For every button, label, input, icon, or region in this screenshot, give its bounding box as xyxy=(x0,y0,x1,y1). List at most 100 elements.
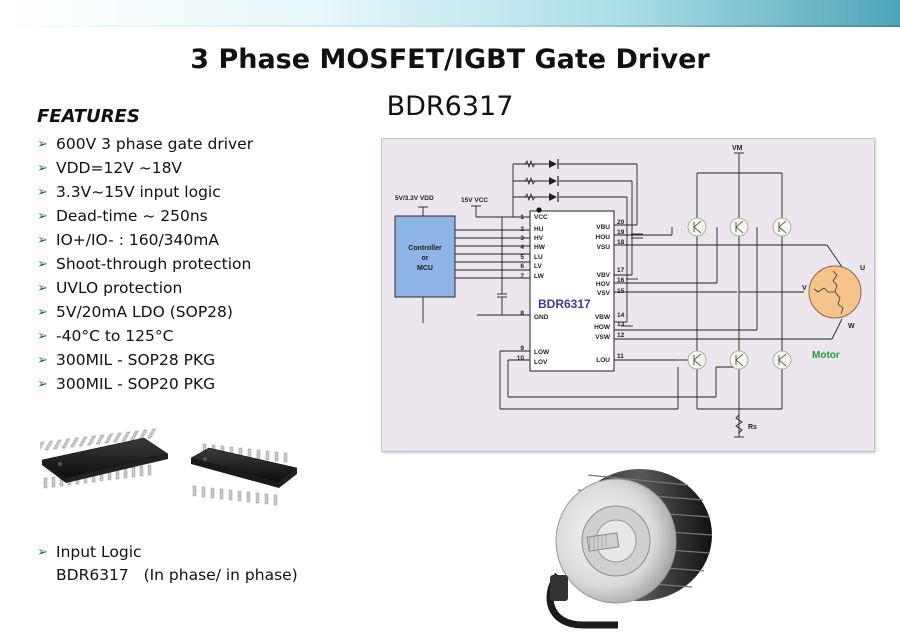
pin-number: 11 xyxy=(617,353,624,360)
pin-name: LV xyxy=(534,263,542,270)
feature-item: ➢ Dead-time ~ 250ns xyxy=(37,205,253,229)
vcc-label: 15V VCC xyxy=(461,197,488,204)
rs-label: Rs xyxy=(748,424,757,431)
feature-item: ➢ IO+/IO- : 160/340mA xyxy=(37,229,253,253)
pin-name: HW xyxy=(534,244,546,251)
pin-number: 9 xyxy=(520,345,524,352)
feature-text: 600V 3 phase gate driver xyxy=(56,135,254,153)
bldc-motor-image xyxy=(546,469,713,629)
controller-label-line1: Controller xyxy=(408,245,442,252)
pin-number: 2 xyxy=(520,226,524,233)
input-logic-block: ➢ Input Logic BDR6317 (In phase/ in phase… xyxy=(37,541,298,587)
pin-number: 3 xyxy=(520,235,524,242)
pin-number: 10 xyxy=(517,355,525,362)
arrow-bullet-icon: ➢ xyxy=(37,209,48,224)
arrow-bullet-icon: ➢ xyxy=(37,329,48,344)
pin-number: 20 xyxy=(617,219,625,226)
arrow-bullet-icon: ➢ xyxy=(37,305,48,320)
feature-item: ➢ UVLO protection xyxy=(37,277,253,301)
pin-name: VSU xyxy=(597,244,611,251)
pin-number: 13 xyxy=(617,321,625,328)
motor-label: Motor xyxy=(812,350,840,361)
input-logic-label-row: ➢ Input Logic xyxy=(37,541,298,564)
pin-name: VBU xyxy=(596,224,610,231)
pin-number: 4 xyxy=(520,244,524,251)
page-subtitle: BDR6317 xyxy=(386,91,514,122)
pin-name: HU xyxy=(534,226,544,233)
features-list: ➢600V 3 phase gate driver ➢VDD=12V ~18V … xyxy=(37,133,253,397)
phase-v-label: V xyxy=(802,285,807,292)
pin-name: HV xyxy=(534,235,544,242)
feature-text: VDD=12V ~18V xyxy=(56,159,183,177)
top-banner xyxy=(0,0,900,26)
pin-number: 5 xyxy=(520,254,524,261)
pin-name: GND xyxy=(534,314,549,321)
arrow-bullet-icon: ➢ xyxy=(37,185,48,200)
arrow-bullet-icon: ➢ xyxy=(37,161,48,176)
pin-number: 7 xyxy=(520,273,524,280)
input-logic-value: BDR6317 (In phase/ in phase) xyxy=(56,566,298,584)
feature-text: UVLO protection xyxy=(56,279,183,297)
pin-name: LOW xyxy=(534,349,550,356)
sop20-chip-image xyxy=(190,443,298,506)
pin-number: 16 xyxy=(617,277,625,284)
arrow-bullet-icon: ➢ xyxy=(37,281,48,296)
phase-w-label: W xyxy=(848,323,855,330)
pin-name: VSW xyxy=(595,334,611,341)
feature-item: ➢ 300MIL - SOP28 PKG xyxy=(37,349,253,373)
ic-name-label: BDR6317 xyxy=(538,297,591,311)
arrow-bullet-icon: ➢ xyxy=(37,545,48,560)
pin-name: LW xyxy=(534,273,545,280)
input-logic-label: Input Logic xyxy=(56,543,142,561)
pin-name: VSV xyxy=(597,290,611,297)
feature-text: IO+/IO- : 160/340mA xyxy=(56,231,219,249)
feature-item: ➢ 600V 3 phase gate driver xyxy=(37,133,253,157)
controller-label-line3: MCU xyxy=(417,265,433,272)
phase-u-label: U xyxy=(860,265,865,272)
feature-text: -40°C to 125°C xyxy=(56,327,174,345)
pin-name: VCC xyxy=(534,214,548,221)
feature-text: 5V/20mA LDO (SOP28) xyxy=(56,303,233,321)
feature-item: ➢ 3.3V~15V input logic xyxy=(37,181,253,205)
pin-name: VBV xyxy=(597,272,611,279)
features-heading: FEATURES xyxy=(37,106,140,127)
feature-text: 3.3V~15V input logic xyxy=(56,183,221,201)
pin-number: 18 xyxy=(617,239,625,246)
feature-text: Dead-time ~ 250ns xyxy=(56,207,208,225)
pin-number: 19 xyxy=(617,229,625,236)
vm-label: VM xyxy=(732,145,743,152)
pin-name: HOV xyxy=(596,281,611,288)
vdd-label: 5V/3.3V VDD xyxy=(395,195,434,202)
pin-name: LU xyxy=(534,254,543,261)
arrow-bullet-icon: ➢ xyxy=(37,233,48,248)
pin-name: HOU xyxy=(596,234,611,241)
feature-item: ➢Shoot-through protection xyxy=(37,253,253,277)
feature-text: Shoot-through protection xyxy=(56,255,252,273)
pin-name: HOW xyxy=(594,324,611,331)
pin-number: 8 xyxy=(520,310,524,317)
controller-label-line2: or xyxy=(422,255,429,262)
pin-name: LOU xyxy=(596,357,610,364)
feature-item: ➢ VDD=12V ~18V xyxy=(37,157,253,181)
feature-item: ➢ -40°C to 125°C xyxy=(37,325,253,349)
pin-number: 12 xyxy=(617,332,625,339)
feature-text: 300MIL - SOP20 PKG xyxy=(56,375,216,393)
schematic-svg: 5V/3.3V VDD 15V VCC Controller or MCU BD… xyxy=(394,145,865,438)
pin-number: 17 xyxy=(617,267,625,274)
pin-number: 1 xyxy=(520,214,524,221)
pin-number: 15 xyxy=(617,288,625,295)
sop28-chip-image xyxy=(40,428,169,489)
pin-number: 14 xyxy=(617,312,625,319)
feature-item: ➢ 300MIL - SOP20 PKG xyxy=(37,373,253,397)
feature-text: 300MIL - SOP28 PKG xyxy=(56,351,216,369)
arrow-bullet-icon: ➢ xyxy=(37,353,48,368)
feature-item: ➢ 5V/20mA LDO (SOP28) xyxy=(37,301,253,325)
pin-name: VBW xyxy=(595,314,611,321)
arrow-bullet-icon: ➢ xyxy=(37,377,48,392)
arrow-bullet-icon: ➢ xyxy=(37,137,48,152)
page-title: 3 Phase MOSFET/IGBT Gate Driver xyxy=(190,44,710,75)
top-banner-line xyxy=(0,25,900,27)
schematic-diagram: 5V/3.3V VDD 15V VCC Controller or MCU BD… xyxy=(381,138,875,452)
pin-name: LOV xyxy=(534,359,548,366)
pin-number: 6 xyxy=(520,263,524,270)
